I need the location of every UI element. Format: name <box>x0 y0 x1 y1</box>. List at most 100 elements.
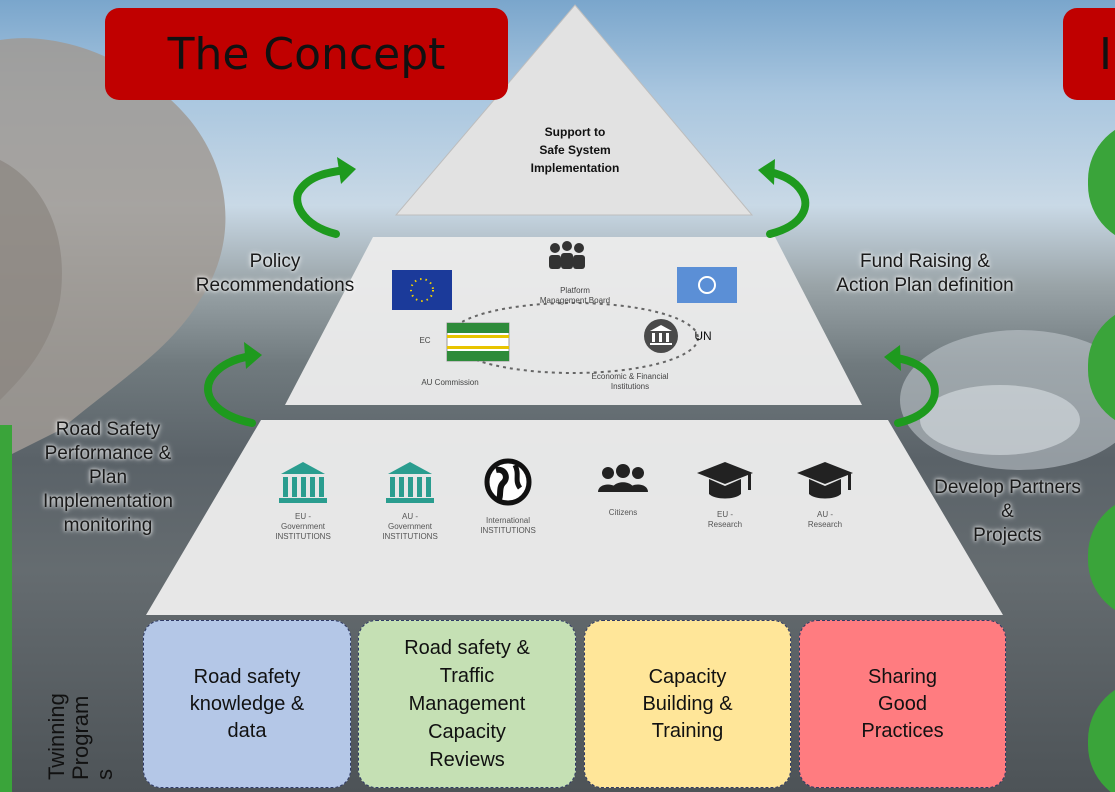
program-box-capacity-line-1: Capacity <box>648 665 727 688</box>
left-green-bar <box>0 425 12 792</box>
program-box-sharing: Sharing Good Practices <box>799 620 1006 788</box>
monitoring-label-line-2: Performance & <box>44 443 172 464</box>
program-box-knowledge-line-2: knowledge & <box>189 692 305 715</box>
arrow-policy-head <box>337 157 356 184</box>
program-box-traffic-line-1: Road safety & <box>404 637 530 659</box>
policy-label-line-2: Recommendations <box>195 275 355 296</box>
efi-label: Economic & Financial Institutions <box>570 372 690 392</box>
program-box-traffic-line-3: Management <box>408 693 526 715</box>
un-flag-icon <box>677 267 737 303</box>
fund-label-line-2: Action Plan definition <box>836 275 1014 296</box>
program-box-knowledge: Road safety knowledge & data <box>143 620 351 788</box>
board-people-icon <box>549 241 585 269</box>
institution-au-research-line-1: AU - <box>817 510 833 519</box>
institution-eu-research-line-2: Research <box>707 520 743 529</box>
institution-au-research: AU - Research <box>780 506 870 530</box>
institution-eu-research-line-1: EU - <box>717 510 733 519</box>
policy-label: Policy Recommendations <box>180 250 370 298</box>
efi-label-line-1: Economic & Financial <box>591 372 669 381</box>
policy-label-line-1: Policy <box>249 251 301 272</box>
program-box-traffic: Road safety & Traffic Management Capacit… <box>358 620 576 788</box>
institution-eu-gov-line-3: INSTITUTIONS <box>275 532 331 541</box>
citizens-icon <box>598 464 648 492</box>
institution-au-gov: AU - Government INSTITUTIONS <box>365 508 455 542</box>
arrow-fund <box>766 168 810 238</box>
institution-citizens-line-1: Citizens <box>608 508 638 517</box>
efi-label-line-2: Institutions <box>610 382 650 391</box>
partners-label-line-1: Develop Partners <box>934 477 1081 498</box>
program-box-capacity-line-2: Building & <box>642 692 733 715</box>
monitoring-label-line-5: monitoring <box>63 515 153 536</box>
monitoring-label-line-3: Plan <box>88 467 128 488</box>
fund-label: Fund Raising & Action Plan definition <box>790 250 1060 298</box>
arrow-fund-head <box>758 159 775 185</box>
eu-gov-bank-icon <box>279 462 327 503</box>
program-box-sharing-line-2: Good <box>878 692 927 715</box>
twinning-label-line-1: Twinning <box>44 693 69 780</box>
bank-circle-icon <box>644 319 678 353</box>
program-box-traffic-line-5: Reviews <box>429 749 505 771</box>
title-banner: The Concept <box>105 8 508 100</box>
arrow-monitoring <box>204 352 256 427</box>
program-box-sharing-line-1: Sharing <box>868 665 937 688</box>
monitoring-label: Road Safety Performance & Plan Implement… <box>12 418 204 538</box>
monitoring-label-line-4: Implementation <box>43 491 173 512</box>
globe-icon <box>484 458 532 506</box>
arrow-partners-head <box>884 345 901 371</box>
program-box-capacity-line-3: Training <box>651 719 724 742</box>
program-box-traffic-line-2: Traffic <box>439 665 495 687</box>
pyramid-top-tier <box>394 4 754 216</box>
arrow-monitoring-head <box>244 342 262 369</box>
au-research-cap-icon <box>797 462 853 499</box>
partners-label: Develop Partners & Projects <box>900 476 1115 548</box>
institution-au-gov-line-1: AU - <box>402 512 418 521</box>
institution-eu-research: EU - Research <box>680 506 770 530</box>
institution-international: International INSTITUTIONS <box>463 512 553 536</box>
institution-eu-gov: EU - Government INSTITUTIONS <box>258 508 348 542</box>
fund-label-line-1: Fund Raising & <box>860 251 990 272</box>
program-box-knowledge-line-1: Road safety <box>193 665 301 688</box>
au-gov-bank-icon <box>386 462 434 503</box>
institution-eu-gov-line-1: EU - <box>295 512 311 521</box>
institution-au-research-line-2: Research <box>807 520 843 529</box>
institution-au-gov-line-3: INSTITUTIONS <box>382 532 438 541</box>
board-label-line-2: Management Board <box>539 296 611 305</box>
eu-flag-icon <box>392 270 452 310</box>
twinning-label: Twinning Program s <box>44 630 117 780</box>
twinning-label-line-2: Program <box>68 695 93 780</box>
twinning-label-line-3: s <box>92 769 117 780</box>
title-banner-right: I <box>1063 8 1115 100</box>
pyramid-bottom-tier <box>146 420 1003 615</box>
partners-label-line-3: Projects <box>973 525 1042 546</box>
partners-label-line-2: & <box>1001 501 1014 522</box>
board-label-line-1: Platform <box>560 286 590 295</box>
page-title-right: I <box>1099 28 1112 80</box>
top-tier-text: Support to Safe System Implementation <box>500 123 650 177</box>
program-box-traffic-line-4: Capacity <box>428 721 506 743</box>
top-tier-line-2: Safe System <box>539 143 611 157</box>
page-title: The Concept <box>167 28 446 80</box>
eu-research-cap-icon <box>697 462 753 499</box>
monitoring-label-line-1: Road Safety <box>55 419 161 440</box>
arrow-policy <box>293 166 350 238</box>
institution-eu-gov-line-2: Government <box>280 522 326 531</box>
un-label: UN <box>694 329 712 343</box>
institution-citizens: Citizens <box>578 504 668 518</box>
arrow-partners <box>892 354 939 427</box>
board-label: Platform Management Board <box>530 286 620 306</box>
top-tier-line-3: Implementation <box>530 161 620 175</box>
top-tier-line-1: Support to <box>544 125 606 139</box>
ec-label: EC <box>419 336 431 345</box>
program-box-sharing-line-3: Practices <box>861 719 944 742</box>
program-box-capacity: Capacity Building & Training <box>584 620 791 788</box>
institution-international-line-1: International <box>485 516 531 525</box>
institution-au-gov-line-2: Government <box>387 522 433 531</box>
institution-international-line-2: INSTITUTIONS <box>480 526 536 535</box>
board-dotted-ring <box>447 302 699 374</box>
au-commission-label: AU Commission <box>421 378 479 387</box>
au-flag-icon <box>446 322 510 362</box>
program-box-knowledge-line-3: data <box>227 719 267 742</box>
